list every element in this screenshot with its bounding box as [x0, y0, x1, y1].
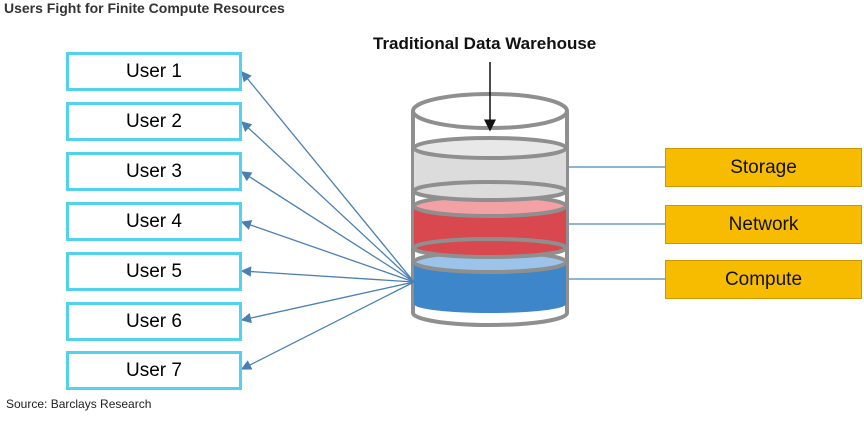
network-box: Network: [665, 205, 862, 244]
storage-box: Storage: [665, 148, 862, 187]
source-note: Source: Barclays Research: [6, 397, 152, 411]
user-box-1: User 1: [66, 52, 242, 91]
storage-layer: [412, 136, 568, 202]
arrow-user-4: [240, 220, 415, 283]
arrow-user-3: [240, 171, 415, 283]
network-layer: [412, 194, 568, 259]
arrow-user-6: [240, 281, 415, 324]
user-box-7: User 7: [66, 351, 242, 390]
compute-box: Compute: [665, 260, 862, 299]
user-box-5: User 5: [66, 252, 242, 291]
arrow-user-2: [241, 121, 415, 283]
user-box-3: User 3: [66, 152, 242, 191]
compute-layer: [412, 250, 568, 313]
warehouse-cylinder: [411, 92, 569, 327]
user-arrows: [240, 70, 415, 370]
user-box-2: User 2: [66, 102, 242, 141]
user-box-4: User 4: [66, 202, 242, 241]
arrow-user-7: [240, 281, 415, 370]
arrow-user-1: [241, 70, 415, 283]
arrow-user-5: [240, 266, 415, 283]
user-box-6: User 6: [66, 302, 242, 341]
page-title: Users Fight for Finite Compute Resources: [4, 0, 285, 16]
warehouse-label: Traditional Data Warehouse: [373, 34, 597, 53]
